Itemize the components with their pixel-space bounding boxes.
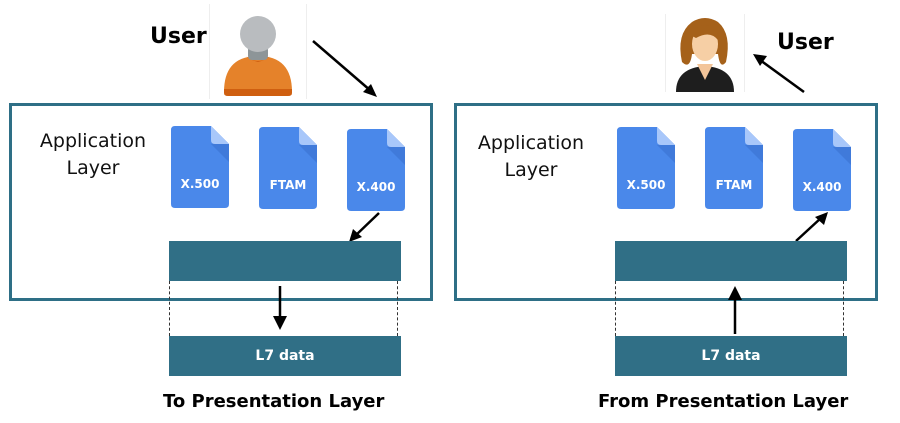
layer-label-line1: Application — [477, 132, 585, 154]
application-layer-frame — [9, 103, 433, 301]
document-label: X.400 — [802, 180, 842, 194]
document-icon — [705, 127, 763, 209]
document-icon — [793, 129, 851, 211]
application-layer-label: Application Layer — [466, 130, 596, 184]
l7-data-bar: L7 data — [615, 336, 847, 376]
layer-label-line1: Application — [39, 130, 147, 152]
document-icon — [259, 127, 317, 209]
dashed-guide-left — [169, 281, 170, 336]
layer-label-line2: Layer — [66, 157, 120, 179]
user-label: User — [777, 30, 834, 55]
l7-data-bar: L7 data — [169, 336, 401, 376]
arrow-down-icon — [273, 286, 287, 330]
male-user-icon — [209, 4, 307, 99]
arrow-up-icon — [728, 286, 742, 334]
document-x500: X.500 — [617, 127, 675, 209]
document-label: FTAM — [269, 178, 307, 192]
arrow-down-left-icon — [349, 212, 380, 242]
document-icon — [171, 126, 229, 208]
layer-label-line2: Layer — [504, 159, 558, 181]
arrow-up-left-icon — [753, 54, 805, 94]
document-x500: X.500 — [171, 126, 229, 208]
document-x400: X.400 — [347, 129, 405, 211]
application-layer-label: Application Layer — [28, 128, 158, 182]
document-icon — [347, 129, 405, 211]
arrow-up-right-icon — [795, 212, 828, 242]
female-user-icon — [665, 14, 745, 92]
application-layer-frame — [454, 103, 878, 301]
caption-from-presentation: From Presentation Layer — [598, 391, 849, 412]
dashed-guide-right — [397, 281, 398, 336]
caption-to-presentation: To Presentation Layer — [163, 391, 385, 412]
document-label: X.400 — [356, 180, 396, 194]
dashed-guide-left — [615, 281, 616, 336]
document-x400: X.400 — [793, 129, 851, 211]
document-label: FTAM — [715, 178, 753, 192]
document-ftam: FTAM — [259, 127, 317, 209]
document-label: X.500 — [180, 177, 220, 191]
user-label: User — [150, 24, 207, 49]
dashed-guide-right — [843, 281, 844, 336]
document-ftam: FTAM — [705, 127, 763, 209]
application-data-bar — [615, 241, 847, 281]
document-label: X.500 — [626, 178, 666, 192]
document-icon — [617, 127, 675, 209]
application-data-bar — [169, 241, 401, 281]
arrow-down-right-icon — [312, 40, 377, 97]
